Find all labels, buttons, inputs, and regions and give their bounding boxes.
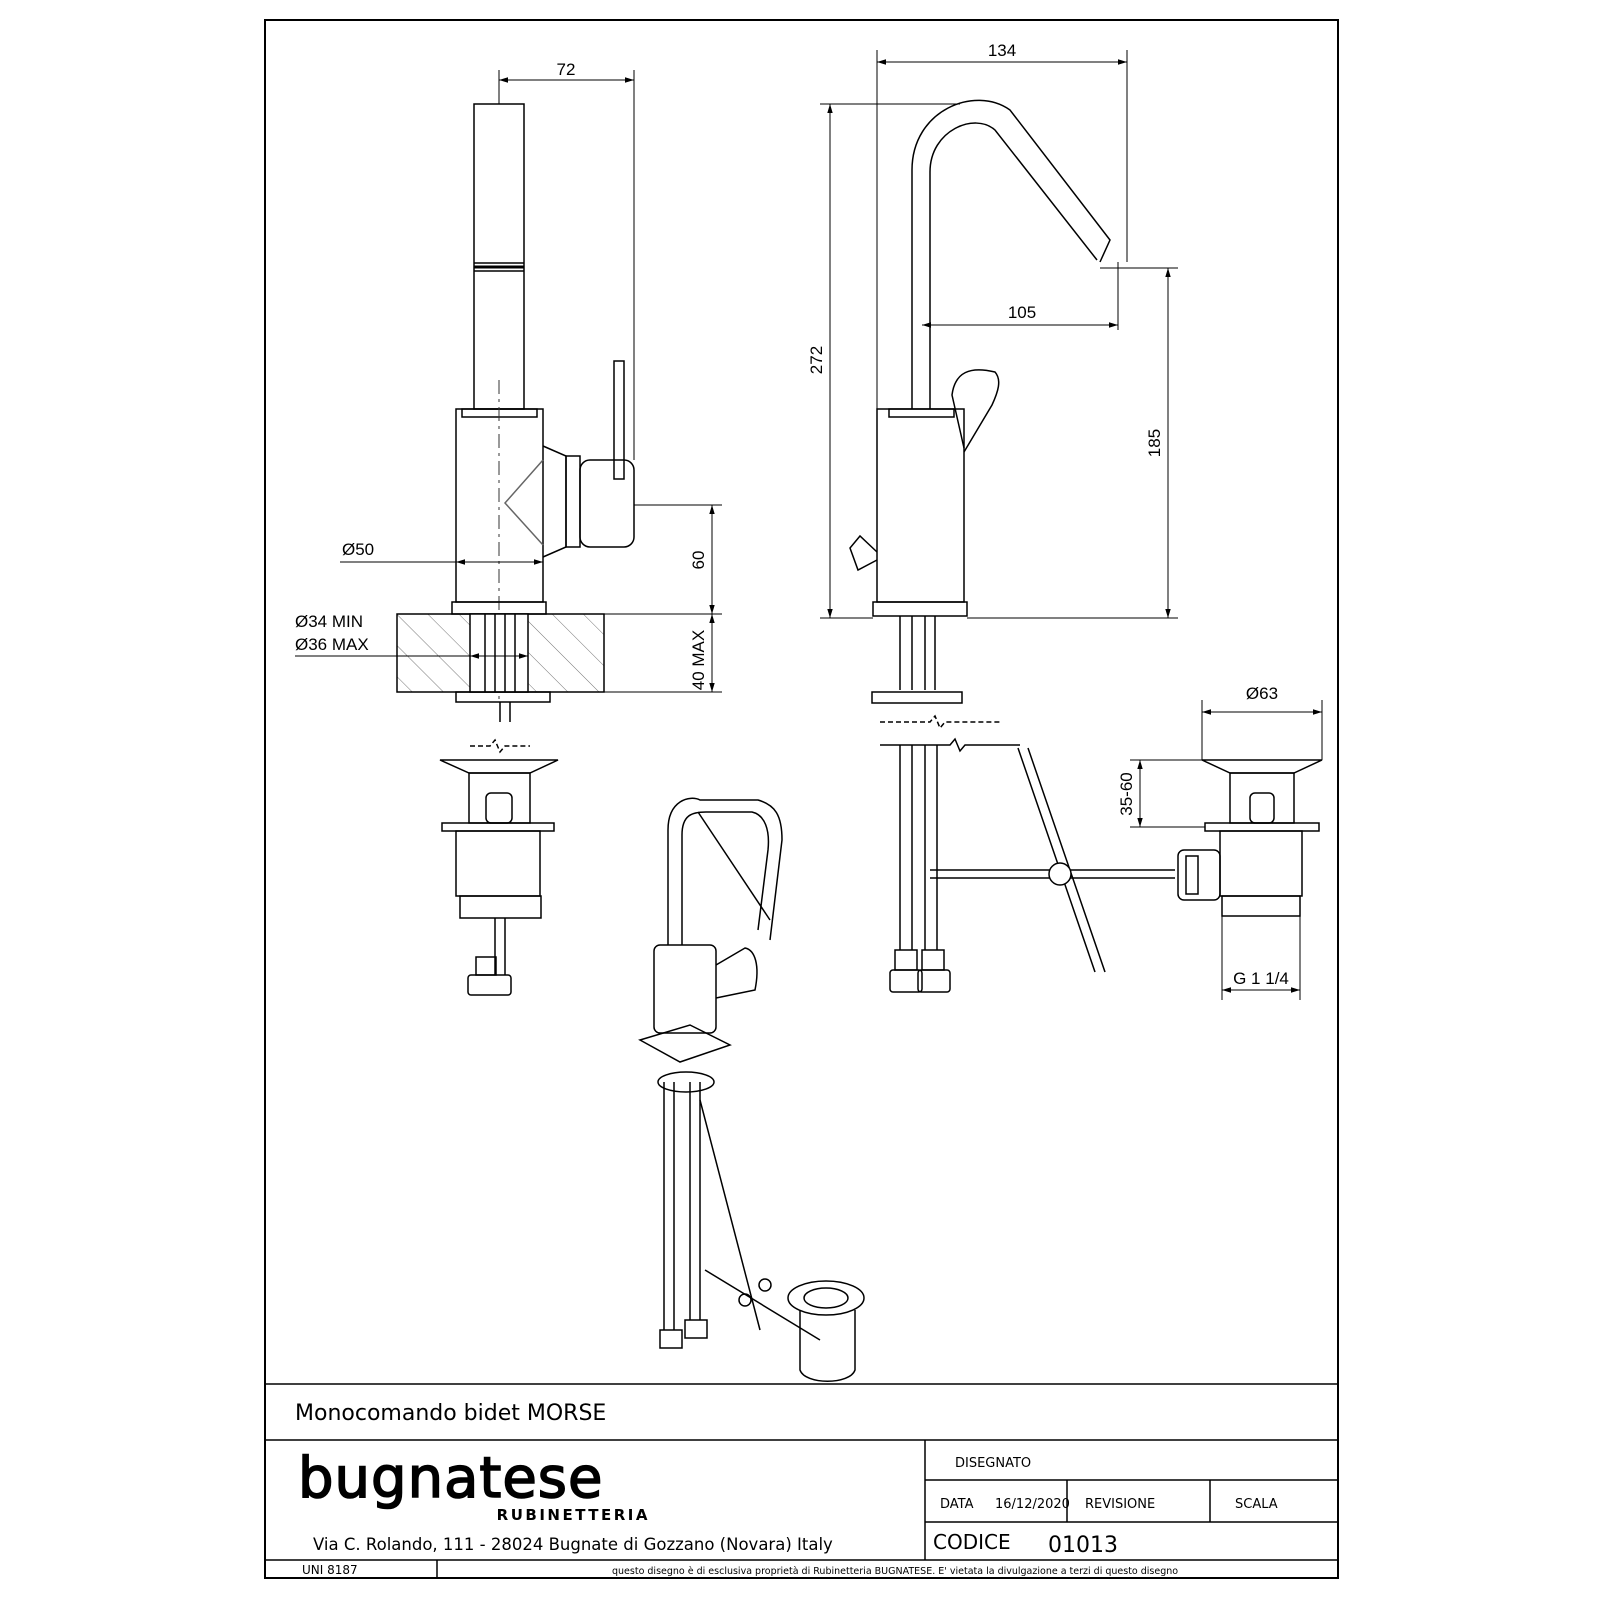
dim-40-max: 40 MAX — [689, 630, 708, 690]
dim-185: 185 — [1145, 429, 1164, 457]
bugnatese-logo: bugnatese RUBINETTERIA — [297, 1445, 650, 1524]
dim-272: 272 — [807, 346, 826, 374]
dim-105: 105 — [1008, 303, 1036, 322]
drawing-frame — [264, 19, 1339, 1579]
disegnato-label: DISEGNATO — [955, 1456, 1031, 1471]
dim-134: 134 — [988, 41, 1016, 60]
dim-60: 60 — [689, 551, 708, 570]
isometric-view — [638, 797, 865, 1382]
dim-d63: Ø63 — [1246, 684, 1278, 703]
data-label: DATA — [940, 1497, 974, 1512]
dim-d36-max: Ø36 MAX — [295, 635, 369, 654]
dimension-lines — [295, 50, 1323, 1000]
dim-72: 72 — [557, 60, 576, 79]
svg-text:bugnatese: bugnatese — [298, 1446, 603, 1511]
dim-g-1-1-4: G 1 1/4 — [1233, 969, 1289, 988]
drawing-title: Monocomando bidet MORSE — [295, 1401, 606, 1426]
company-address: Via C. Rolando, 111 - 28024 Bugnate di G… — [313, 1535, 833, 1554]
uni-norm: UNI 8187 — [302, 1563, 358, 1577]
ownership-notice: questo disegno è di esclusiva proprietà … — [612, 1566, 1178, 1577]
side-view — [396, 103, 635, 996]
title-block — [265, 1383, 1338, 1578]
front-view — [849, 99, 1323, 993]
dim-35-60: 35-60 — [1117, 772, 1136, 815]
dim-d50: Ø50 — [342, 540, 374, 559]
svg-text:RUBINETTERIA: RUBINETTERIA — [497, 1506, 650, 1524]
scala-label: SCALA — [1235, 1497, 1278, 1512]
dim-d34-min: Ø34 MIN — [295, 612, 363, 631]
codice-value: 01013 — [1048, 1533, 1118, 1558]
codice-label: CODICE — [933, 1530, 1011, 1554]
data-value: 16/12/2020 — [995, 1497, 1070, 1512]
revisione-label: REVISIONE — [1085, 1497, 1155, 1512]
